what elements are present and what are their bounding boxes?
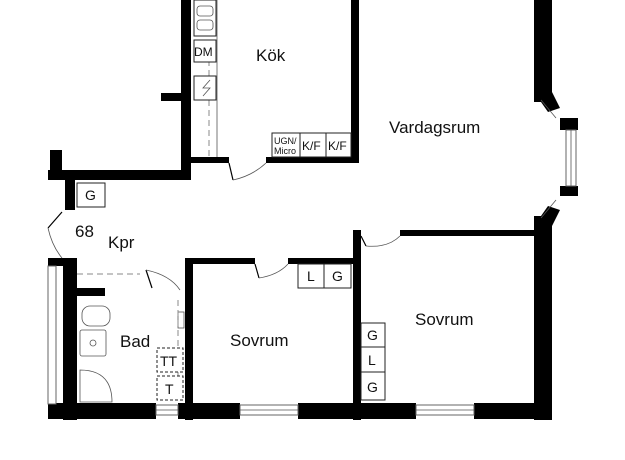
oven-micro-label-2: Micro [274,146,296,156]
dishwasher-box [193,39,217,63]
closet-l-label: L [307,268,315,284]
room-label-bedroom-1: Sovrum [230,331,289,350]
closet-l-box [297,263,325,289]
bed2-g-top-label: G [367,327,378,343]
room-label-hall: Kpr [108,233,135,252]
walls [48,0,578,420]
labels: Kök Vardagsrum Kpr 68 Bad Sovrum Sovrum … [75,45,480,397]
washer-box [156,347,184,373]
closet-g-label: G [332,268,343,284]
washer-label: TT [160,353,178,369]
bed2-g-bottom-box [360,371,386,401]
doors [47,162,401,291]
closet-g-box [323,263,352,289]
bed2-l-label: L [368,352,376,368]
fridge-freezer-box-2 [325,132,352,158]
bed2-g-bottom-label: G [367,379,378,395]
room-label-kitchen: Kök [256,46,286,65]
dryer-box [156,375,184,401]
fridge-freezer-label-1: K/F [302,139,321,153]
bed2-g-top-box [360,322,386,348]
wardrobe-hall-label: G [85,187,96,203]
oven-micro-label-1: UGN/ [274,136,297,146]
unit-number: 68 [75,222,94,241]
dishwasher-label: DM [194,45,213,59]
room-label-bedroom-2: Sovrum [415,310,474,329]
fridge-freezer-label-2: K/F [328,139,347,153]
fixture-boxes [76,39,386,401]
dryer-label: T [165,381,174,397]
room-label-bath: Bad [120,332,150,351]
room-label-living: Vardagsrum [389,118,480,137]
wardrobe-hall-box [76,182,106,208]
kitchen-counter [193,0,218,157]
windows [47,99,577,416]
